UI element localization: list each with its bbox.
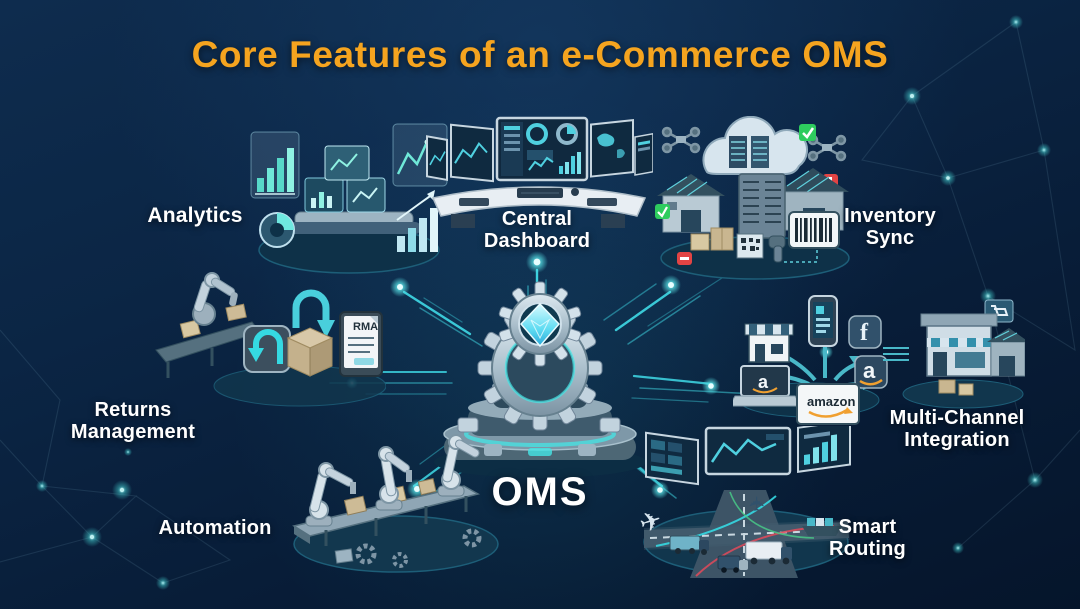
return-box-icon: [286, 289, 335, 377]
smart-routing-illustration: ✈ ✈: [636, 426, 851, 578]
inventory-sync-label: Inventory Sync: [820, 205, 960, 250]
data-cubes-icon: [287, 145, 421, 234]
label-line: Multi-Channel: [889, 407, 1025, 429]
automation-label: Automation: [150, 517, 280, 539]
label-line: Dashboard: [483, 230, 591, 253]
amazon-tablet-icon: amazon: [796, 383, 860, 425]
conveyor-belt-icon: [292, 478, 480, 546]
multi-channel-illustration: f a a amazon: [733, 295, 1025, 425]
svg-text:✈: ✈: [745, 495, 769, 512]
facebook-tile-icon: f: [848, 315, 882, 349]
server-tower-icon: [738, 173, 786, 239]
retail-store-building-icon: [883, 299, 1025, 396]
pie-chart-icon: [259, 212, 295, 248]
gear-icon: [334, 528, 482, 568]
amazon-wordmark-text: amazon: [807, 394, 855, 409]
label-line: Inventory: [844, 205, 936, 227]
monitor-array-icon: [426, 116, 653, 183]
label-line: Sync: [865, 227, 915, 250]
label-line: Returns: [94, 399, 172, 421]
amazon-a-text: a: [863, 358, 876, 383]
analytics-label: Analytics: [130, 204, 260, 228]
label-line: Smart: [838, 516, 897, 538]
storefront-icon: [744, 323, 794, 363]
barcode-card-icon: [783, 211, 840, 263]
smart-routing-label: Smart Routing: [810, 516, 925, 561]
facebook-f-text: f: [860, 320, 869, 346]
oms-hub-illustration: [434, 281, 646, 478]
smartphone-icon: [808, 295, 838, 347]
check-badge-icon: [655, 204, 670, 219]
monitor-array-icon: [645, 426, 851, 486]
conveyor-robot-arm-icon: [155, 272, 261, 378]
cargo-ship-icon: [802, 518, 842, 536]
warehouse-icon: [657, 174, 725, 233]
page-title: Core Features of an e-Commerce OMS: [191, 34, 889, 75]
rma-text: RMA: [353, 321, 378, 333]
scanner-icon: [768, 235, 786, 263]
drone-icon: [807, 134, 847, 162]
returns-management-label: Returns Management: [48, 399, 218, 444]
drone-icon: [661, 126, 701, 154]
label-line: Integration: [904, 429, 1010, 452]
robot-arm-icon: [305, 462, 356, 527]
remove-badge-icon: [677, 252, 692, 265]
analytics-illustration: [250, 123, 448, 274]
constellation-nodes: [36, 15, 1051, 590]
amazon-tile-icon: a: [854, 355, 888, 389]
returns-management-illustration: RMA: [155, 272, 386, 407]
label-line: Central: [501, 208, 573, 230]
truck-icon: [669, 535, 709, 555]
label-line: Routing: [829, 538, 906, 561]
automation-illustration: [292, 434, 499, 573]
inventory-sync-illustration: [655, 116, 850, 280]
label-line: Management: [70, 421, 196, 444]
truck-icon: [745, 541, 792, 565]
central-dashboard-illustration: [426, 116, 653, 228]
hub-top-gear: [498, 281, 582, 367]
truck-icon: [717, 555, 748, 573]
cloud-server-icon: [702, 116, 808, 175]
rma-document-icon: RMA: [339, 311, 383, 377]
robot-arm-icon: [375, 446, 412, 511]
check-badge-icon: [799, 124, 816, 141]
return-arrow-tile-icon: [243, 325, 291, 373]
label-line: Automation: [158, 517, 272, 539]
central-dashboard-label: Central Dashboard: [457, 208, 617, 253]
amazon-a-text: a: [758, 372, 769, 392]
bar-chart-panel-icon: [250, 131, 300, 199]
console-desk-icon: [431, 186, 647, 228]
robot-arm-icon: [437, 434, 480, 497]
parcel-boxes-icon: [690, 227, 764, 259]
svg-text:✈: ✈: [636, 505, 666, 540]
oms-hub-label: OMS: [491, 470, 589, 514]
crystal-icon: [519, 302, 561, 348]
label-line: Analytics: [147, 204, 243, 227]
multi-channel-label: Multi-Channel Integration: [872, 407, 1042, 452]
